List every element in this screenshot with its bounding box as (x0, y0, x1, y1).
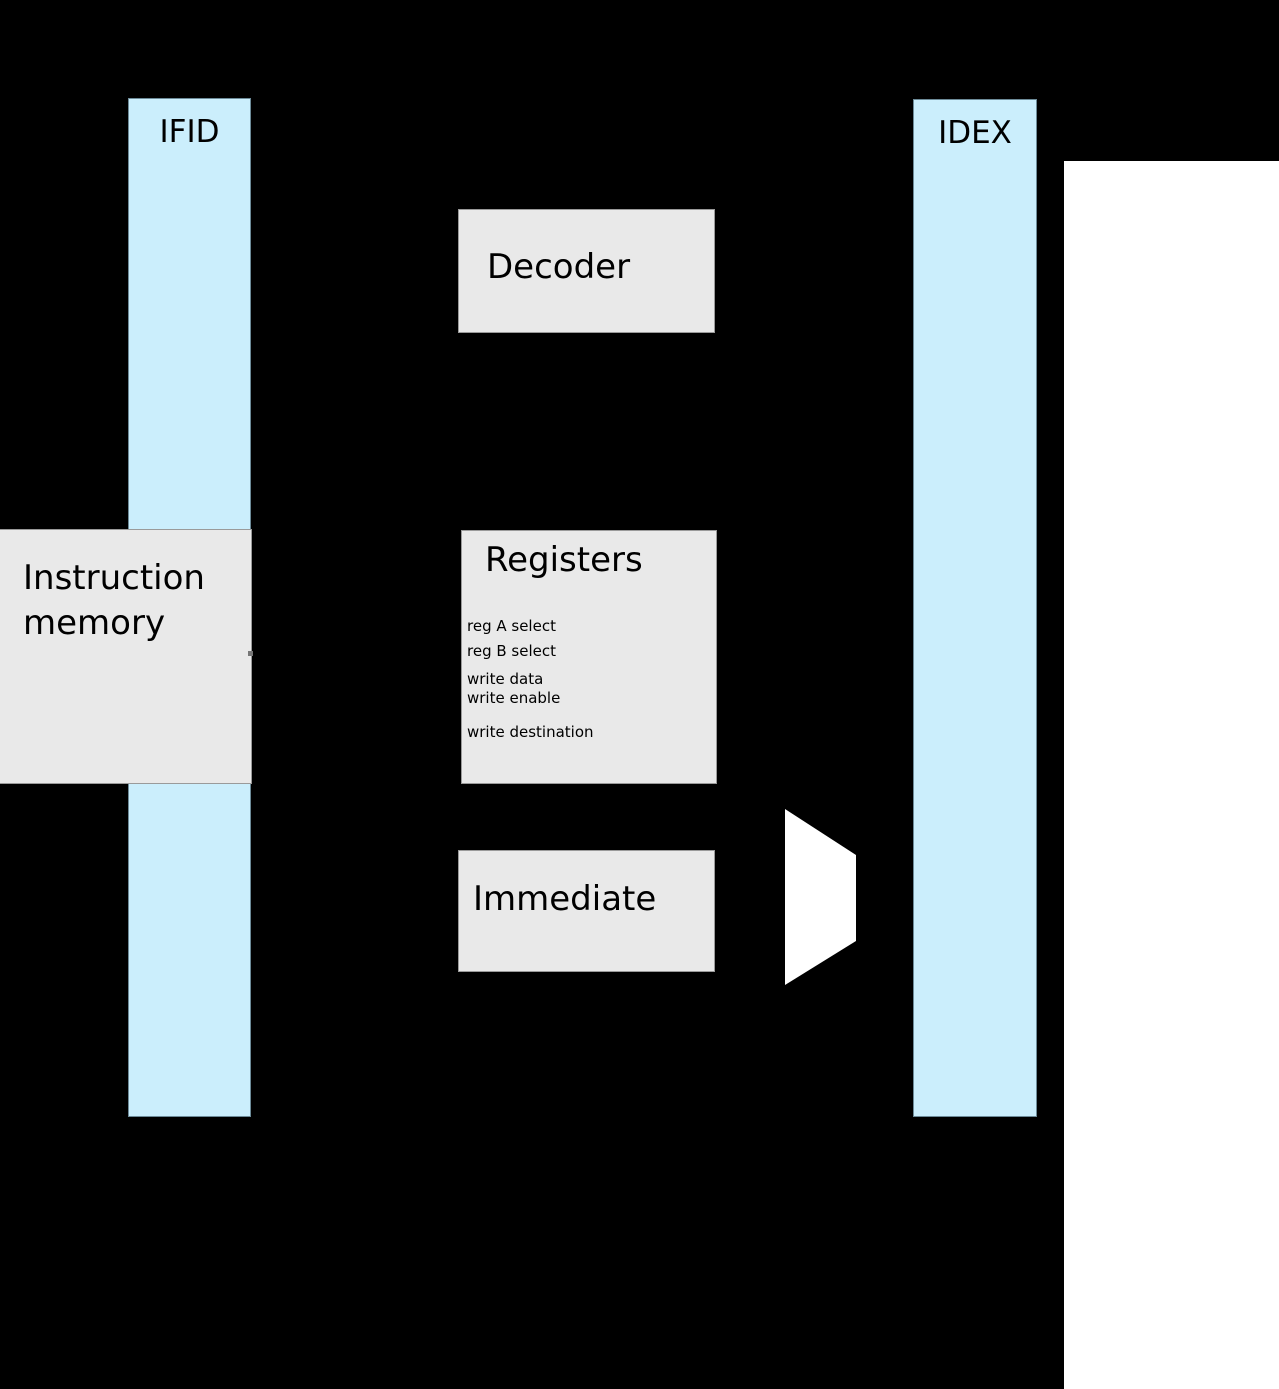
unit-registers-port-reg-b-select: reg B select (467, 642, 556, 660)
unit-instruction-memory-title: Instruction memory (23, 558, 205, 643)
unit-registers-port-write-destination: write destination (467, 723, 594, 741)
operand-mux-shape (785, 809, 856, 985)
unit-instruction-memory[interactable]: Instruction memory (0, 529, 252, 784)
unit-decoder[interactable]: Decoder (458, 209, 715, 333)
instruction-memory-output-stub (248, 651, 253, 656)
unit-decoder-title: Decoder (487, 247, 631, 287)
unit-immediate[interactable]: Immediate (458, 850, 715, 972)
unit-registers-port-write-data: write data (467, 670, 544, 688)
unit-registers-port-reg-a-select: reg A select (467, 617, 556, 635)
right-white-panel (1064, 161, 1279, 1389)
unit-registers-port-write-enable: write enable (467, 689, 561, 707)
operand-mux[interactable] (785, 809, 859, 985)
unit-immediate-title: Immediate (473, 879, 657, 919)
unit-registers-title: Registers (485, 540, 643, 580)
pipeline-register-ifid-label: IFID (159, 114, 220, 150)
pipeline-register-idex[interactable]: IDEX (913, 99, 1037, 1117)
pipeline-register-idex-label: IDEX (938, 115, 1012, 151)
unit-registers[interactable]: Registers reg A select reg B select writ… (461, 530, 717, 784)
